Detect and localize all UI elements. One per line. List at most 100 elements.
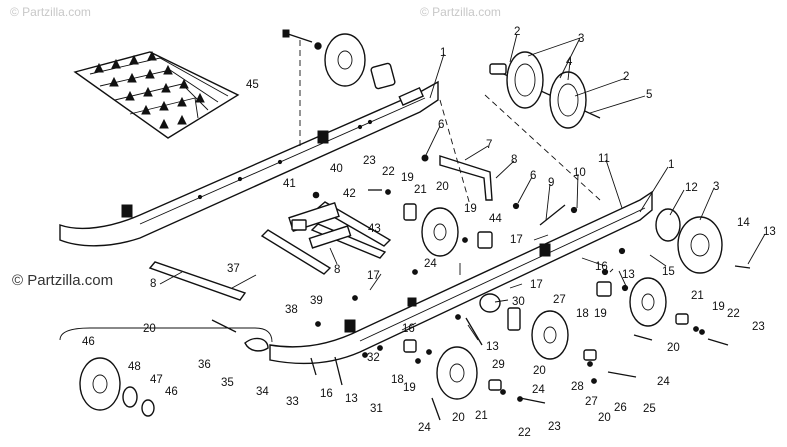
callout-9: 9 <box>548 177 554 189</box>
group-bracket-20 <box>59 327 273 343</box>
callout-8a: 8 <box>511 154 517 166</box>
wheel-right <box>629 277 667 327</box>
callout-21b: 21 <box>691 290 704 302</box>
brackets <box>244 155 689 391</box>
callout-14: 14 <box>737 217 750 229</box>
callout-12: 12 <box>685 182 698 194</box>
callout-24a: 24 <box>424 258 437 270</box>
nuts-washers <box>312 42 705 402</box>
callout-39: 39 <box>310 295 323 307</box>
callout-45: 45 <box>246 79 259 91</box>
callout-38: 38 <box>285 304 298 316</box>
callout-47: 47 <box>150 374 163 386</box>
right-rail-part <box>269 190 653 365</box>
callout-19e: 19 <box>403 382 416 394</box>
rear-idler-axle-assembly <box>489 51 601 129</box>
callout-35: 35 <box>221 377 234 389</box>
callout-19b: 19 <box>464 203 477 215</box>
callout-17c: 17 <box>530 279 543 291</box>
callout-16b: 16 <box>402 323 415 335</box>
callout-13d: 13 <box>345 393 358 405</box>
guide-lines <box>299 40 601 206</box>
leader-lines <box>159 33 766 341</box>
wheel-bottom-left <box>79 357 155 417</box>
callout-10: 10 <box>573 167 586 179</box>
callout-37: 37 <box>227 263 240 275</box>
callout-24d: 24 <box>418 422 431 434</box>
callout-23b: 23 <box>752 321 765 333</box>
callout-21c: 21 <box>475 410 488 422</box>
callout-40: 40 <box>330 163 343 175</box>
watermark-mid-left: © Partzilla.com <box>12 272 113 289</box>
callout-18b: 18 <box>391 374 404 386</box>
callout-20e: 20 <box>452 412 465 424</box>
callout-13c: 13 <box>486 341 499 353</box>
callout-34: 34 <box>256 386 269 398</box>
callout-17b: 17 <box>367 270 380 282</box>
callout-32: 32 <box>367 352 380 364</box>
callout-19c: 19 <box>594 308 607 320</box>
callout-21a: 21 <box>414 184 427 196</box>
callout-20b: 20 <box>143 323 156 335</box>
callout-5: 5 <box>646 89 652 101</box>
callout-13b: 13 <box>622 269 635 281</box>
callout-20a: 20 <box>436 181 449 193</box>
callout-24b: 24 <box>657 376 670 388</box>
callout-20d: 20 <box>533 365 546 377</box>
callout-2b: 2 <box>623 71 629 83</box>
callout-43: 43 <box>368 223 381 235</box>
bolts <box>211 29 751 421</box>
wheel-upper <box>324 33 396 90</box>
callout-13a: 13 <box>763 226 776 238</box>
callout-15: 15 <box>662 266 675 278</box>
wheel-mid-left <box>421 207 459 257</box>
callout-19a: 19 <box>401 172 414 184</box>
callout-28: 28 <box>571 381 584 393</box>
callout-48: 48 <box>128 361 141 373</box>
wheel-center <box>531 310 569 360</box>
callout-31: 31 <box>370 403 383 415</box>
callout-6b: 6 <box>530 170 536 182</box>
callout-20c: 20 <box>667 342 680 354</box>
callout-24c: 24 <box>532 384 545 396</box>
wheel-lower <box>436 346 478 400</box>
callout-2a: 2 <box>514 26 520 38</box>
callout-8c: 8 <box>334 264 340 276</box>
callout-8b: 8 <box>150 278 156 290</box>
callout-26: 26 <box>614 402 627 414</box>
callout-22a: 22 <box>382 166 395 178</box>
callout-18a: 18 <box>576 308 589 320</box>
callout-42: 42 <box>343 188 356 200</box>
callout-36: 36 <box>198 359 211 371</box>
callout-22b: 22 <box>727 308 740 320</box>
callout-17a: 17 <box>510 234 523 246</box>
left-rail-part <box>59 80 439 247</box>
callout-1a: 1 <box>440 47 446 59</box>
callout-6a: 6 <box>438 119 444 131</box>
callout-20f: 20 <box>598 412 611 424</box>
callout-23c: 23 <box>548 421 561 433</box>
callout-46a: 46 <box>82 336 95 348</box>
callout-46b: 46 <box>165 386 178 398</box>
callout-11: 11 <box>598 153 610 165</box>
callout-19d: 19 <box>712 301 725 313</box>
wheel-front-right <box>655 208 723 274</box>
callout-33: 33 <box>286 396 299 408</box>
callout-1b: 1 <box>668 159 674 171</box>
callout-30: 30 <box>512 296 525 308</box>
callout-4: 4 <box>566 56 573 68</box>
callout-29: 29 <box>492 359 505 371</box>
scraper-panel-part <box>73 50 240 139</box>
callout-22c: 22 <box>518 427 531 439</box>
callout-16c: 16 <box>320 388 333 400</box>
callout-3a: 3 <box>578 33 584 45</box>
callout-23a: 23 <box>363 155 376 167</box>
callout-27b: 27 <box>585 396 598 408</box>
callout-25: 25 <box>643 403 656 415</box>
callout-3b: 3 <box>713 181 719 193</box>
callout-labels: 1 1 2 2 3 3 4 5 6 6 7 8 8 8 9 10 11 12 1… <box>82 26 776 439</box>
watermark-top-left: © Partzilla.com <box>10 5 91 19</box>
callout-16a: 16 <box>595 261 608 273</box>
